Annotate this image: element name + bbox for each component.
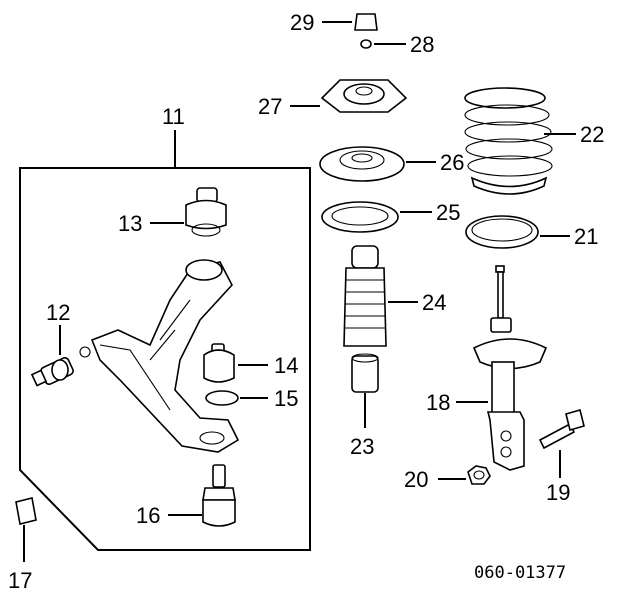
callout-28: 28: [410, 32, 434, 57]
nut-28: [360, 39, 406, 49]
drawing-code: 060-01377: [474, 563, 566, 583]
callout-25: 25: [436, 200, 460, 225]
callout-21: 21: [574, 224, 598, 249]
callout-12: 12: [46, 300, 70, 325]
dust-boot-24: [343, 245, 418, 347]
callout-16: 16: [136, 503, 160, 528]
bushing-14: [203, 343, 268, 383]
callout-26: 26: [440, 150, 464, 175]
callout-23: 23: [350, 434, 374, 459]
callout-17: 17: [8, 568, 32, 593]
callout-27: 27: [258, 94, 282, 119]
lower-control-arm: [90, 259, 240, 453]
spring-seat-26: [319, 146, 436, 182]
callout-20: 20: [404, 467, 428, 492]
callout-18: 18: [426, 390, 450, 415]
cap-29: [322, 13, 378, 31]
bearing-ring-25: [321, 201, 432, 233]
clip-17: [15, 497, 37, 562]
callout-19: 19: [546, 480, 570, 505]
callout-13: 13: [118, 211, 142, 236]
lower-arm-assembly-frame: [19, 130, 311, 551]
callout-11: 11: [162, 104, 185, 129]
coil-spring-22: [464, 87, 576, 195]
ball-joint-16: [168, 464, 236, 527]
bolt-19: [538, 409, 585, 478]
callout-24: 24: [422, 290, 446, 315]
strut-assembly-18: [456, 265, 548, 471]
bushing-12: [30, 325, 91, 387]
nut-20: [438, 465, 491, 485]
callout-15: 15: [274, 386, 298, 411]
callout-14: 14: [274, 353, 298, 378]
spring-insulator-21: [465, 215, 570, 249]
bushing-13: [150, 187, 227, 237]
callout-29: 29: [290, 10, 314, 35]
callout-22: 22: [580, 122, 604, 147]
bump-stop-23: [351, 353, 379, 428]
ring-15: [205, 390, 268, 406]
strut-mount-27: [290, 79, 408, 113]
